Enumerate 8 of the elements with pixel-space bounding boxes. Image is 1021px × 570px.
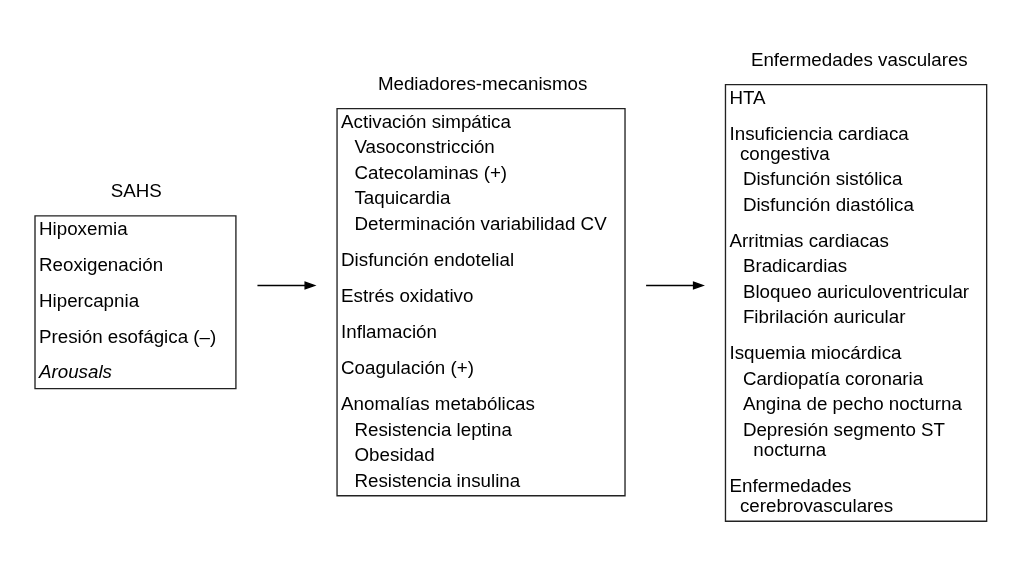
node-box: HTA Insuficiencia cardiaca congestiva Disfunción sistólica Disfunción diastólica Arritmias cardiacas Bradicardias Bloqueo auriculoventricular Fibrilación auricular Isquemia miocárdica Cardiopatía coronaria Angina de pecho nocturna Depresión segmento ST nocturna Enfermedades cerebrovasculares [724,83,988,522]
arrow [645,280,705,290]
node-box: Hipoxemia Reoxigenación Hipercapnia Presión esofágica (–) Arousals [34,214,237,389]
node-label: Mediadores-mecanismos [377,72,588,94]
node-box: Activación simpática Vasoconstricción Catecolaminas (+) Taquicardia Determinación variabilidad CV Disfunción endotelial Estrés oxidativo Inflamación Coagulación (+) Anomalías metabólicas Resistencia leptina Obesidad Resistencia insulina [336,107,626,496]
arrow [256,280,317,290]
node-label: SAHS [110,179,162,201]
node-label: Enfermedades vasculares [750,48,968,70]
